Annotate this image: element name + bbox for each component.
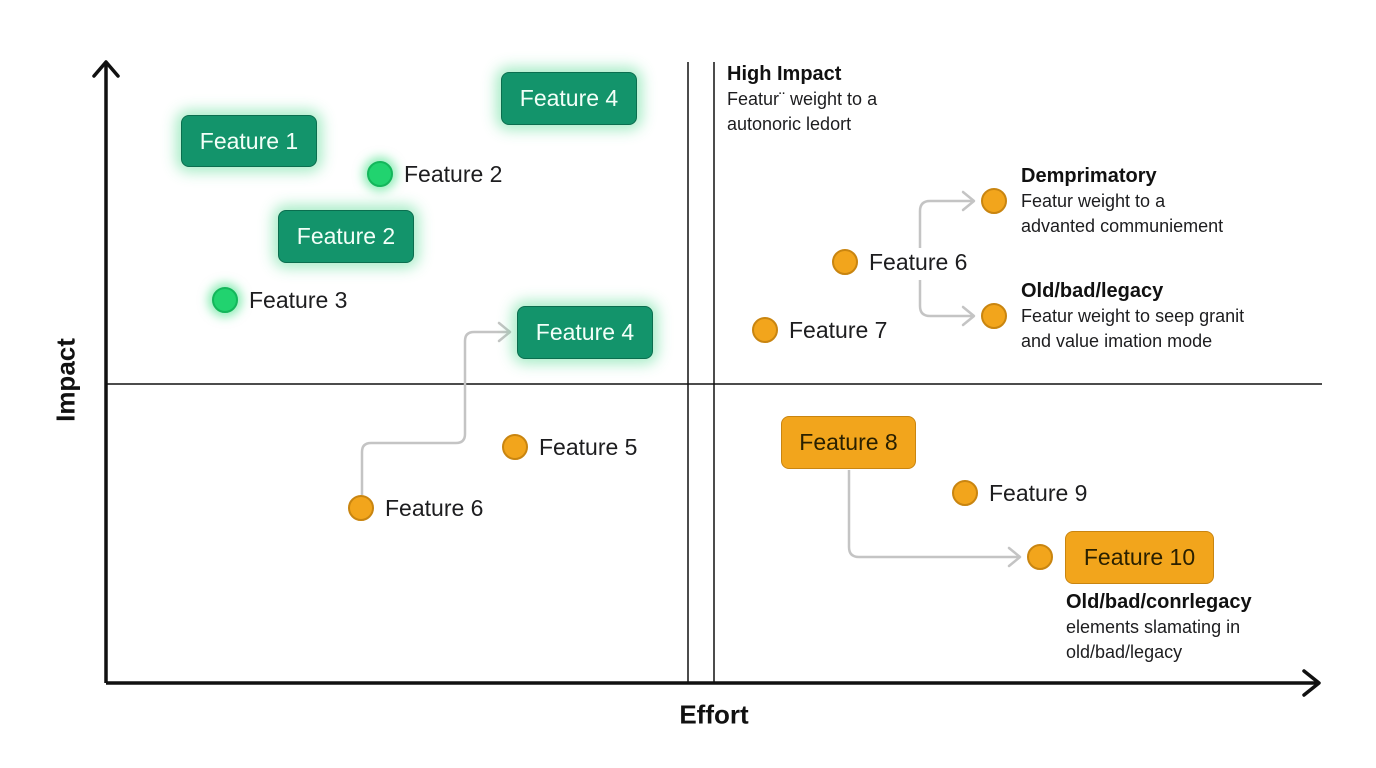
high-impact-title: High Impact: [727, 63, 842, 85]
feature-2-dot[interactable]: [367, 161, 393, 187]
feature-6-dot-high[interactable]: [832, 249, 858, 275]
y-axis-arrowhead: [92, 60, 120, 78]
feature-6-dot-low[interactable]: [348, 495, 374, 521]
note-line: and value imation mode: [1021, 331, 1213, 351]
note-line: Featur weight to seep granit: [1021, 306, 1245, 326]
x-axis-arrowhead: [1302, 669, 1321, 697]
note-line: old/bad/legacy: [1066, 642, 1183, 662]
connector-feature6-to-demprimatory: [918, 199, 974, 248]
legacy-note: Old/bad/legacy Featur weight to seep gra…: [1021, 279, 1244, 354]
demprimatory-title: Demprimatory: [1021, 165, 1157, 187]
x-axis-label: Effort: [679, 699, 749, 730]
feature-6-label-high: Feature 6: [869, 249, 968, 275]
feature-3-dot[interactable]: [212, 287, 238, 313]
note-line: advanted communiement: [1021, 216, 1224, 236]
connector-feature6-to-feature4: [360, 330, 510, 495]
connector-arrowhead: [961, 190, 976, 212]
connector-arrowhead: [961, 305, 976, 327]
feature-10-dot[interactable]: [1027, 544, 1053, 570]
high-impact-note: High Impact Featur¨ weight to a autonori…: [727, 62, 877, 137]
note-line: elements slamating in: [1066, 617, 1241, 637]
connector-arrowhead: [497, 321, 512, 343]
conrlegacy-title: Old/bad/conrlegacy: [1066, 591, 1252, 613]
feature-4-chip-top[interactable]: Feature 4: [501, 72, 637, 125]
connector-feature8-to-feature10: [847, 470, 1020, 559]
feature-10-chip[interactable]: Feature 10: [1065, 531, 1214, 584]
conrlegacy-note: Old/bad/conrlegacy elements slamating in…: [1066, 590, 1252, 665]
demprimatory-dot[interactable]: [981, 188, 1007, 214]
legacy-dot[interactable]: [981, 303, 1007, 329]
feature-3-label: Feature 3: [249, 287, 348, 313]
feature-1-chip[interactable]: Feature 1: [181, 115, 317, 167]
feature-2-chip[interactable]: Feature 2: [278, 210, 414, 263]
connector-feature6-to-legacy: [918, 280, 974, 318]
feature-5-label: Feature 5: [539, 434, 638, 460]
feature-7-dot[interactable]: [752, 317, 778, 343]
feature-5-dot[interactable]: [502, 434, 528, 460]
legacy-title: Old/bad/legacy: [1021, 280, 1164, 302]
feature-7-label: Feature 7: [789, 317, 888, 343]
connector-arrowhead: [1007, 546, 1022, 568]
feature-4-chip-mid[interactable]: Feature 4: [517, 306, 653, 359]
feature-6-label-low: Feature 6: [385, 495, 484, 521]
y-axis-label: Impact: [50, 338, 81, 422]
note-line: autonoric ledort: [727, 114, 852, 134]
note-line: Featur weight to a: [1021, 191, 1166, 211]
feature-8-chip[interactable]: Feature 8: [781, 416, 916, 469]
feature-2-label: Feature 2: [404, 161, 503, 187]
demprimatory-note: Demprimatory Featur weight to a advanted…: [1021, 164, 1223, 239]
feature-9-dot[interactable]: [952, 480, 978, 506]
feature-9-label: Feature 9: [989, 480, 1088, 506]
note-line: Featur¨ weight to a: [727, 89, 878, 109]
